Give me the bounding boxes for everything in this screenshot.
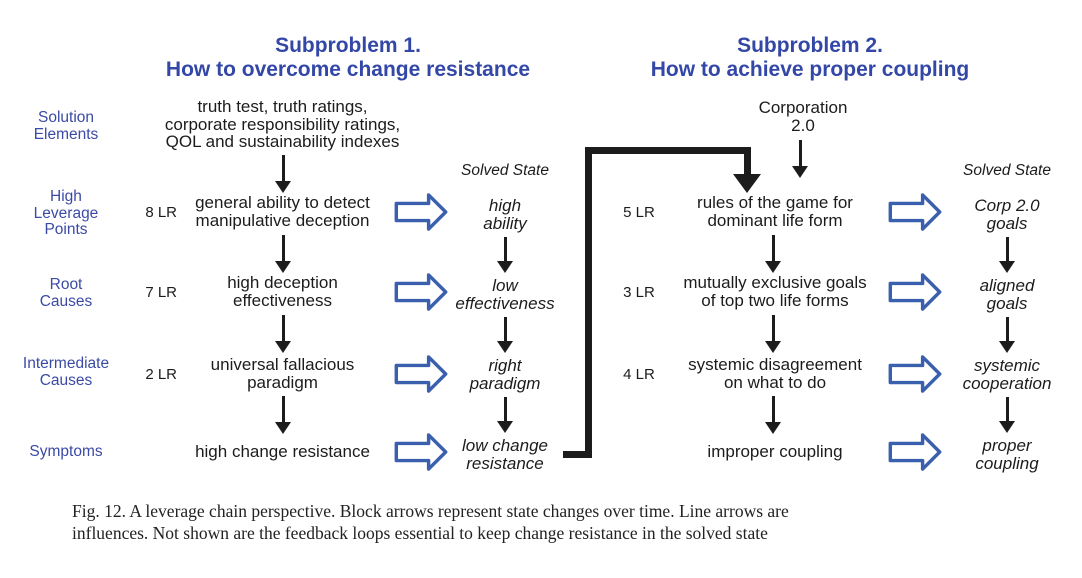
influence-arrow xyxy=(275,235,291,273)
feedback-connector-vertical xyxy=(585,147,592,458)
sp2-row3-solved: systemic cooperation xyxy=(962,356,1052,393)
sp2-solution-elements: Corporation 2.0 xyxy=(758,98,848,135)
sp1-solution-elements: truth test, truth ratings, corporate res… xyxy=(164,97,401,151)
influence-arrow xyxy=(275,155,291,193)
state-change-block-arrow xyxy=(888,355,942,393)
state-change-block-arrow xyxy=(394,355,448,393)
row-label-symptoms: Symptoms xyxy=(29,443,103,460)
subproblem2-title: Subproblem 2. How to achieve proper coup… xyxy=(650,34,970,81)
influence-arrow xyxy=(497,397,513,433)
sp1-row1-current: general ability to detect manipulative d… xyxy=(195,193,370,230)
sp1-row3-current: universal fallacious paradigm xyxy=(210,355,355,392)
sp1-row4-solved: low change resistance xyxy=(461,436,548,473)
sp2-row3-lr: 4 LR xyxy=(623,366,655,383)
influence-arrow xyxy=(275,396,291,434)
sp2-row2-solved: aligned goals xyxy=(979,276,1035,313)
row-label-intermediate-causes: Intermediate Causes xyxy=(22,355,110,389)
influence-arrow xyxy=(765,235,781,273)
state-change-block-arrow xyxy=(888,433,942,471)
subproblem1-title: Subproblem 1. How to overcome change res… xyxy=(165,34,531,81)
feedback-connector-stub xyxy=(563,451,589,458)
sp1-row3-solved: right paradigm xyxy=(469,356,541,393)
figure-caption: Fig. 12. A leverage chain perspective. B… xyxy=(72,501,789,543)
state-change-block-arrow xyxy=(394,273,448,311)
feedback-connector-drop xyxy=(744,150,751,176)
influence-arrow xyxy=(999,317,1015,353)
sp2-row1-lr: 5 LR xyxy=(623,204,655,221)
sp1-row1-solved: high ability xyxy=(483,196,527,233)
sp2-row4-current: improper coupling xyxy=(707,442,843,461)
sp1-row3-lr: 2 LR xyxy=(145,366,177,383)
sp1-row2-lr: 7 LR xyxy=(145,284,177,301)
row-label-solution-elements: Solution Elements xyxy=(33,109,99,143)
sp1-row2-current: high deception effectiveness xyxy=(227,273,338,310)
row-label-root-causes: Root Causes xyxy=(39,276,93,310)
sp2-row1-current: rules of the game for dominant life form xyxy=(697,193,853,230)
influence-arrow xyxy=(999,397,1015,433)
feedback-connector-arrowhead-icon xyxy=(733,174,761,193)
sp2-solved-state-header: Solved State xyxy=(963,162,1051,179)
sp2-row3-current: systemic disagreement on what to do xyxy=(688,355,862,392)
row-label-high-leverage-points: High Leverage Points xyxy=(33,188,99,238)
sp1-row4-current: high change resistance xyxy=(195,442,370,461)
influence-arrow xyxy=(999,237,1015,273)
state-change-block-arrow xyxy=(394,193,448,231)
influence-arrow xyxy=(275,315,291,353)
sp1-row1-lr: 8 LR xyxy=(145,204,177,221)
feedback-connector-horizontal xyxy=(585,147,751,154)
sp2-row1-solved: Corp 2.0 goals xyxy=(974,196,1040,233)
influence-arrow xyxy=(765,315,781,353)
state-change-block-arrow xyxy=(394,433,448,471)
state-change-block-arrow xyxy=(888,193,942,231)
sp2-row2-current: mutually exclusive goals of top two life… xyxy=(683,273,867,310)
sp1-solved-state-header: Solved State xyxy=(461,162,549,179)
sp1-row2-solved: low effectiveness xyxy=(455,276,555,313)
influence-arrow xyxy=(765,396,781,434)
sp2-row2-lr: 3 LR xyxy=(623,284,655,301)
sp2-row4-solved: proper coupling xyxy=(975,436,1039,473)
influence-arrow xyxy=(792,140,808,178)
influence-arrow xyxy=(497,237,513,273)
state-change-block-arrow xyxy=(888,273,942,311)
influence-arrow xyxy=(497,317,513,353)
